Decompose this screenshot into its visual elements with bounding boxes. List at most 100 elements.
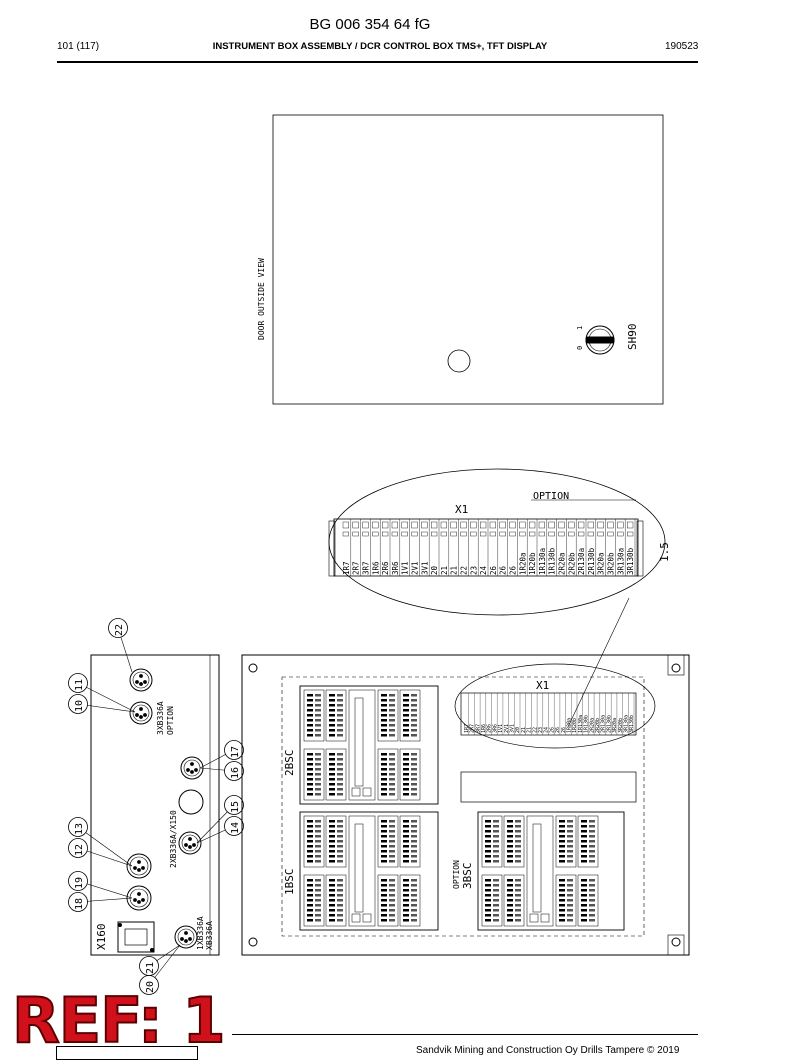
io-pin [307, 845, 313, 848]
small-terminal-label: 26 [555, 727, 561, 733]
terminal-screw [538, 531, 546, 537]
io-pin [381, 793, 387, 796]
io-connector-block [481, 815, 503, 868]
terminal-label: 26 [509, 565, 518, 575]
io-pin [411, 763, 417, 766]
callout-bubble [68, 892, 88, 912]
connector-pin [133, 898, 137, 902]
terminal-label: 26 [489, 565, 498, 575]
io-pin [337, 904, 343, 907]
io-pin [411, 825, 417, 828]
io-pin [567, 855, 573, 858]
io-pin [381, 773, 387, 776]
io-pin [381, 879, 387, 882]
io-pin [315, 879, 321, 882]
io-pin [515, 830, 521, 833]
connector-x160 [117, 921, 155, 953]
io-pin [411, 714, 417, 717]
io-pin [307, 889, 313, 892]
callout-number: 12 [74, 844, 85, 856]
terminal-screw [401, 531, 408, 537]
connector-inner-ring [181, 834, 199, 852]
io-pin [485, 894, 491, 897]
io-pin [581, 825, 587, 828]
din-rail-area [281, 676, 645, 937]
document-date: 190523 [665, 41, 699, 52]
io-pin [307, 704, 313, 707]
io-pin [581, 899, 587, 902]
io-pin [485, 820, 491, 823]
round-connector [174, 925, 198, 949]
terminal-clamp [382, 521, 389, 529]
io-pin [381, 694, 387, 697]
io-pin [559, 894, 565, 897]
io-pin [329, 884, 335, 887]
io-pin [403, 909, 409, 912]
io-pin [507, 914, 513, 917]
io-pin [411, 694, 417, 697]
io-pin [381, 894, 387, 897]
io-pin [567, 889, 573, 892]
io-pin [515, 909, 521, 912]
io-pin [389, 830, 395, 833]
cable-duct [460, 771, 637, 803]
io-pin [315, 914, 321, 917]
io-pin [485, 904, 491, 907]
small-terminal-label: 1R20b [572, 718, 578, 733]
io-pin [403, 894, 409, 897]
io-pin [315, 919, 321, 922]
io-pin [567, 830, 573, 833]
connector-pin [143, 680, 147, 684]
module-3bsc-label: 3BSC [461, 863, 474, 890]
io-pin [307, 894, 313, 897]
io-pin [381, 820, 387, 823]
io-pin [337, 830, 343, 833]
cpu-chip [354, 697, 364, 787]
io-pin [389, 694, 395, 697]
io-connector-block [577, 874, 599, 927]
io-pin [389, 894, 395, 897]
io-pin [337, 734, 343, 737]
io-pin [493, 914, 499, 917]
io-pin [403, 820, 409, 823]
io-pin [307, 850, 313, 853]
io-pin [559, 879, 565, 882]
io-pin [485, 884, 491, 887]
io-pin [485, 845, 491, 848]
io-pin [381, 855, 387, 858]
small-terminal-label: 1V1 [498, 724, 504, 733]
terminal-label: 20 [430, 565, 439, 575]
io-pin [307, 899, 313, 902]
io-pin [403, 904, 409, 907]
io-pin [403, 694, 409, 697]
terminal-clamp [607, 521, 614, 529]
io-connector-block [303, 689, 325, 742]
io-pin [307, 753, 313, 756]
io-pin [507, 820, 513, 823]
connector-inner-ring [132, 704, 150, 722]
mounting-plate-outline [241, 654, 690, 956]
io-pin [329, 825, 335, 828]
terminal-clamp [587, 521, 595, 529]
connector-inner-ring [177, 928, 195, 946]
terminal-label: 2R7 [352, 561, 361, 575]
io-pin [389, 914, 395, 917]
io-connector-block [303, 874, 325, 927]
io-pin [507, 884, 513, 887]
io-connector-block [303, 815, 325, 868]
terminal-clamp [450, 521, 457, 529]
terminal-screw [509, 531, 516, 537]
mounting-tab [667, 934, 685, 956]
io-pin [567, 840, 573, 843]
connector-pin [137, 892, 141, 896]
callout-bubble [68, 871, 88, 891]
io-pin [589, 845, 595, 848]
io-pin [389, 714, 395, 717]
cpu-board [526, 815, 554, 927]
io-pin [389, 855, 395, 858]
io-pin [403, 773, 409, 776]
io-pin [403, 914, 409, 917]
io-pin [403, 830, 409, 833]
callout-bubble [224, 816, 244, 836]
small-terminal-label: 3R130b [629, 715, 635, 733]
